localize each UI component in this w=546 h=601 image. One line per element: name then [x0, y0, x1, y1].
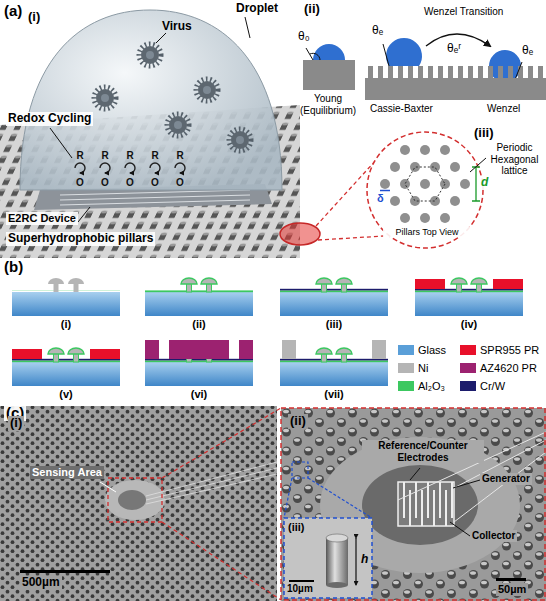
- part-label: Superhydrophobic pillars: [6, 232, 155, 246]
- panel-letter: (b): [4, 258, 23, 275]
- panel-number: (i): [28, 10, 40, 25]
- panel-number: (i): [8, 416, 24, 431]
- legend-entry: Al₂O₃: [398, 380, 445, 392]
- dimension-label: d: [479, 176, 490, 190]
- angle-label: θₑ: [372, 24, 383, 38]
- legend-swatch: [460, 345, 476, 355]
- species-label: O: [75, 177, 85, 189]
- legend-text: AZ4620 PR: [480, 362, 537, 374]
- legend-text: Cr/W: [480, 380, 505, 392]
- legend-swatch: [398, 381, 414, 391]
- legend-entry: Cr/W: [460, 380, 505, 392]
- legend-text: SPR955 PR: [480, 344, 539, 356]
- panel-letter: (a): [4, 2, 22, 19]
- species-label: O: [150, 177, 160, 189]
- step-label: (i): [12, 318, 120, 331]
- dimension-label: δ: [377, 192, 384, 205]
- species-label: O: [100, 177, 110, 189]
- legend-text: Glass: [418, 344, 446, 356]
- part-label: Droplet: [236, 2, 278, 16]
- state-label: Cassie-Baxter: [370, 103, 433, 115]
- angle-label: θₑ: [522, 44, 533, 58]
- step-label: (iv): [415, 318, 523, 331]
- step-label: (iii): [280, 318, 388, 331]
- step-label: (v): [12, 388, 120, 401]
- dimension-label: h: [361, 553, 368, 567]
- legend-entry: AZ4620 PR: [460, 362, 537, 374]
- part-label: E2RC Device: [6, 212, 78, 225]
- legend-entry: Ni: [398, 362, 428, 374]
- part-label: Periodic Hexagonal lattice: [486, 142, 543, 177]
- step-label: (vii): [280, 388, 388, 401]
- species-label: R: [75, 150, 85, 162]
- legend-swatch: [398, 345, 414, 355]
- legend-entry: SPR955 PR: [460, 344, 539, 356]
- part-label: Sensing Area: [30, 466, 104, 479]
- part-label: Reference/Counter Electrodes: [362, 440, 484, 463]
- angle-label: θ₀: [298, 30, 310, 44]
- panel-number: (iii): [474, 126, 494, 141]
- part-label: Pillars Top View: [383, 227, 471, 237]
- species-label: O: [125, 177, 135, 189]
- scale-label: 500µm: [20, 576, 62, 590]
- legend-entry: Glass: [398, 344, 446, 356]
- species-label: R: [100, 150, 110, 162]
- legend-text: Al₂O₃: [418, 380, 445, 392]
- species-label: R: [175, 150, 185, 162]
- state-label: Young (Equilibrium): [298, 93, 358, 116]
- panel-number: (ii): [304, 2, 320, 17]
- legend-swatch: [460, 363, 476, 373]
- part-label: Virus: [162, 20, 192, 34]
- species-label: O: [175, 177, 185, 189]
- panel-number: (ii): [288, 414, 308, 429]
- part-label: Generator: [480, 473, 532, 485]
- transition-label: Wenzel Transition: [424, 6, 503, 18]
- angle-label: θₑʳ: [447, 42, 461, 56]
- panel-number: (iii): [288, 521, 305, 534]
- step-label: (vi): [145, 388, 253, 401]
- part-label: Collector: [470, 530, 517, 542]
- legend-swatch: [398, 363, 414, 373]
- state-label: Wenzel: [487, 103, 520, 115]
- species-label: R: [125, 150, 135, 162]
- legend-text: Ni: [418, 362, 428, 374]
- legend-swatch: [460, 381, 476, 391]
- part-label: Redox Cycling: [6, 112, 93, 126]
- scale-label: 10µm: [287, 583, 313, 595]
- scale-label: 50µm: [496, 583, 528, 596]
- step-label: (ii): [145, 318, 253, 331]
- species-label: R: [150, 150, 160, 162]
